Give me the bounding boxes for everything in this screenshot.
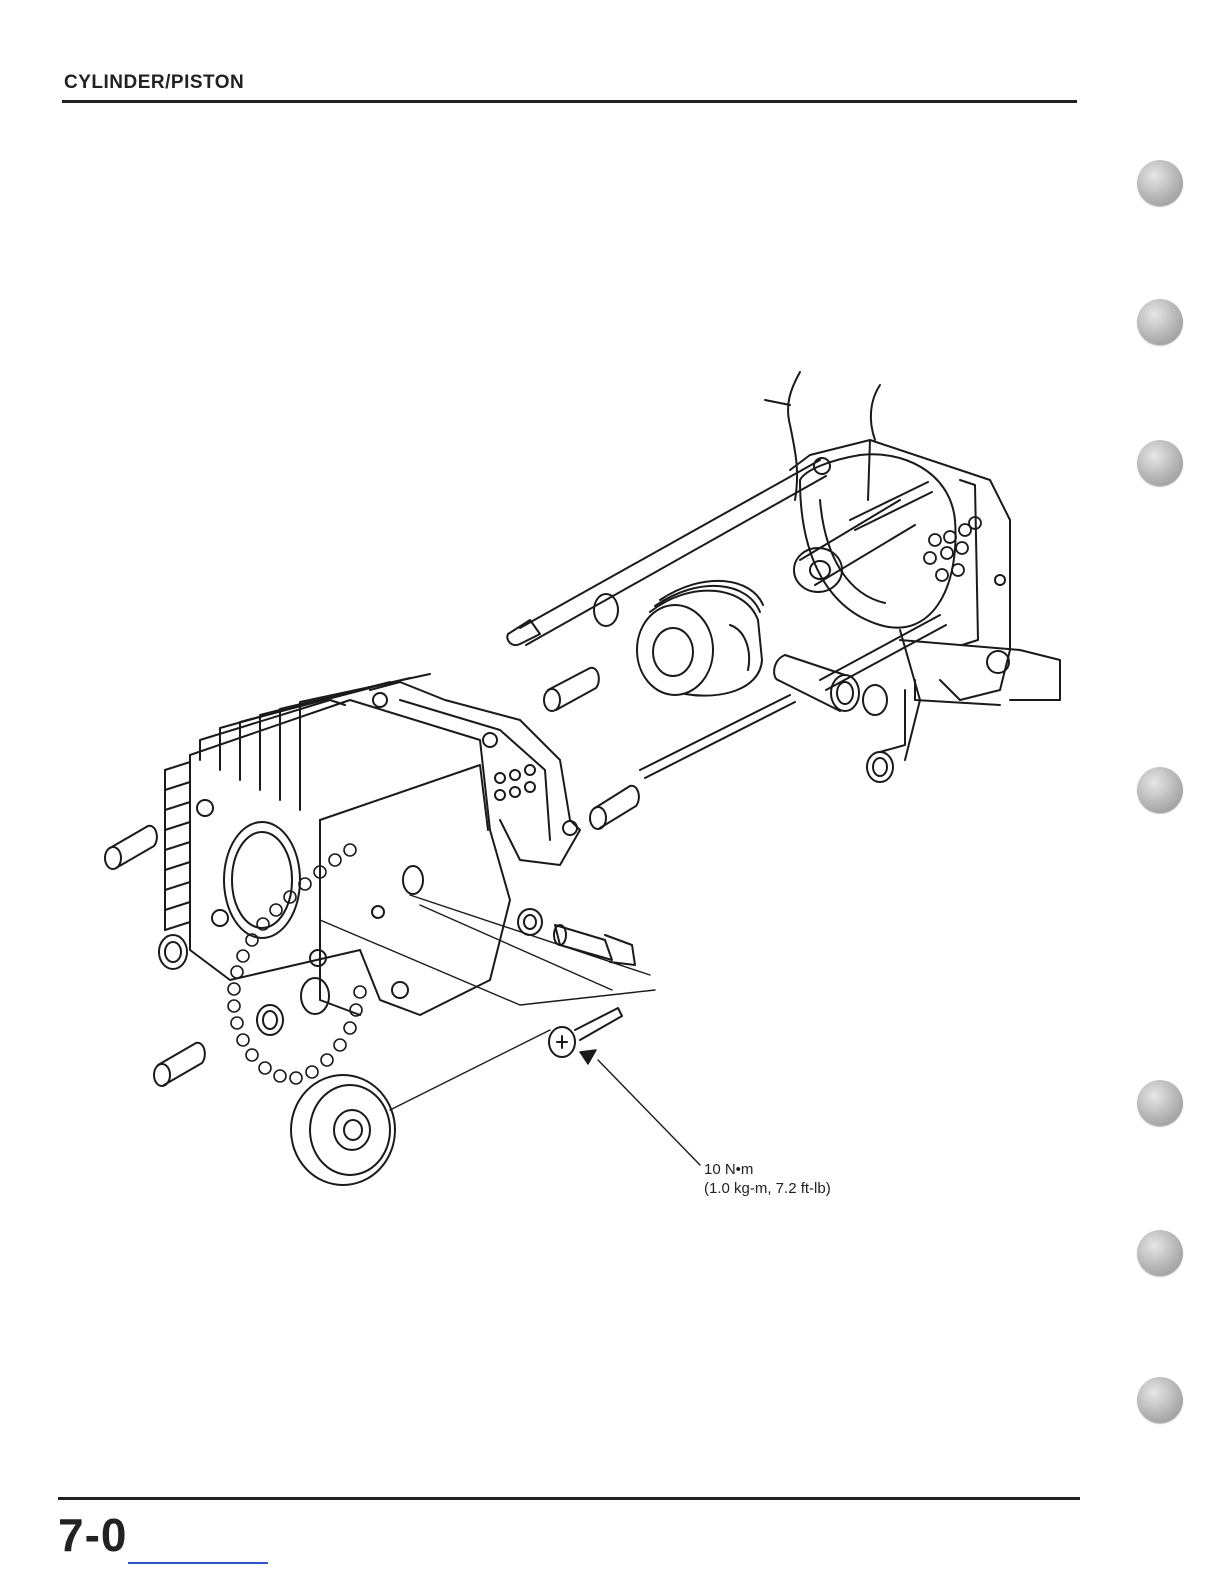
cam-chain-roller — [291, 1075, 395, 1185]
piston — [637, 581, 763, 696]
index-tab-1[interactable] — [1137, 160, 1183, 206]
index-tab-7[interactable] — [1137, 1377, 1183, 1423]
index-tab-5[interactable] — [1137, 1080, 1183, 1126]
crankcase-drawing — [765, 372, 1060, 760]
torque-spec-conversion: (1.0 kg-m, 7.2 ft-lb) — [704, 1179, 831, 1198]
index-tab-6[interactable] — [1137, 1230, 1183, 1276]
connecting-rod — [794, 500, 915, 592]
index-tab-3[interactable] — [1137, 440, 1183, 486]
flange-bolt — [549, 1008, 622, 1057]
footer-link-underline[interactable] — [128, 1562, 268, 1564]
tensioner-bolt — [554, 925, 635, 965]
piston-pin — [774, 655, 859, 711]
crankcase-bolt-holes — [924, 517, 981, 581]
index-tab-2[interactable] — [1137, 299, 1183, 345]
cylinder — [165, 674, 510, 1015]
footer-rule — [58, 1497, 1080, 1500]
piston-pin-clip — [863, 685, 887, 715]
dowel-pins — [105, 668, 639, 1086]
torque-spec-nm: 10 N•m — [704, 1160, 831, 1179]
index-tab-4[interactable] — [1137, 767, 1183, 813]
stud-bolts — [507, 458, 946, 778]
torque-spec-callout: 10 N•m (1.0 kg-m, 7.2 ft-lb) — [704, 1160, 831, 1198]
header-rule — [62, 100, 1077, 103]
leader-lines — [320, 895, 700, 1165]
page-number: 7-0 — [58, 1508, 127, 1562]
exploded-view-illustration — [80, 350, 1080, 1200]
page-header-title: CYLINDER/PISTON — [64, 72, 244, 94]
